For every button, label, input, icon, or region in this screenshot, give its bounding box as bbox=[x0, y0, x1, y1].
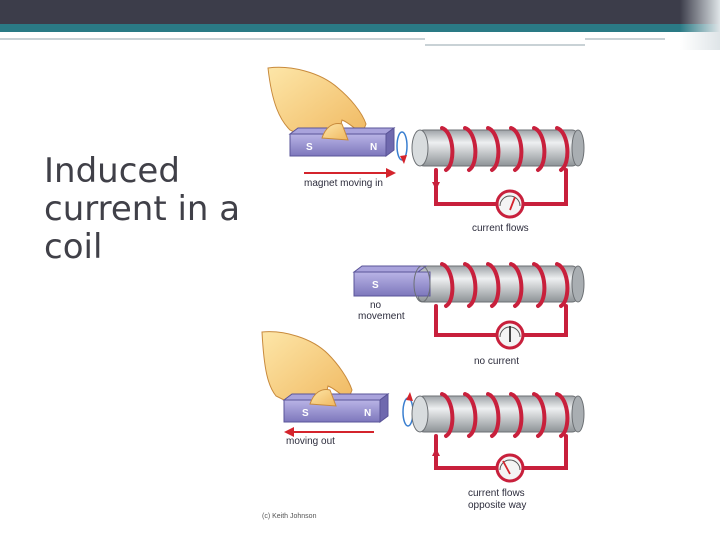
panel-no-movement: S no movement no current bbox=[352, 262, 585, 367]
magnet-pole-s: S bbox=[302, 408, 309, 419]
arrow-left-icon bbox=[284, 427, 294, 437]
header-accent-stripe bbox=[0, 24, 720, 32]
induction-diagram: S N magnet moving in bbox=[250, 60, 600, 530]
arrow-right-icon bbox=[386, 168, 396, 178]
ammeter-icon bbox=[495, 189, 525, 219]
magnet-pole-s: S bbox=[372, 280, 379, 291]
coil-windings bbox=[434, 392, 570, 470]
induction-diagram-svg: S N magnet moving in bbox=[261, 66, 585, 520]
panel3-meter-label-line1: current flows bbox=[468, 488, 525, 499]
panel2-meter-label: no current bbox=[474, 356, 519, 367]
panel3-magnet-label: moving out bbox=[286, 436, 335, 447]
header-bar bbox=[0, 0, 720, 24]
header-rule-middle bbox=[425, 44, 585, 46]
bar-magnet bbox=[353, 271, 431, 297]
panel2-magnet-label-line2: movement bbox=[358, 311, 405, 322]
induced-field-icon bbox=[402, 397, 414, 427]
magnet-pole-n: N bbox=[370, 142, 377, 153]
slide-title: Induced current in a coil bbox=[44, 151, 241, 267]
panel3-meter-label-line2: opposite way bbox=[468, 500, 526, 511]
corner-decoration bbox=[680, 0, 720, 50]
magnet-pole-s: S bbox=[306, 142, 313, 153]
ammeter-icon bbox=[495, 453, 525, 483]
magnet-pole-n: N bbox=[364, 408, 371, 419]
panel-magnet-out: S N moving out bbox=[261, 331, 585, 511]
panel1-magnet-label: magnet moving in bbox=[304, 178, 383, 189]
panel2-magnet-label-line1: no bbox=[370, 300, 382, 311]
header-rule-left bbox=[0, 38, 425, 40]
coil-windings bbox=[434, 262, 570, 337]
coil-windings bbox=[434, 126, 570, 206]
image-credit: (c) Keith Johnson bbox=[262, 513, 317, 520]
panel1-meter-label: current flows bbox=[472, 223, 529, 234]
header-rule-right bbox=[585, 38, 665, 40]
panel-magnet-in: S N magnet moving in bbox=[267, 66, 585, 234]
